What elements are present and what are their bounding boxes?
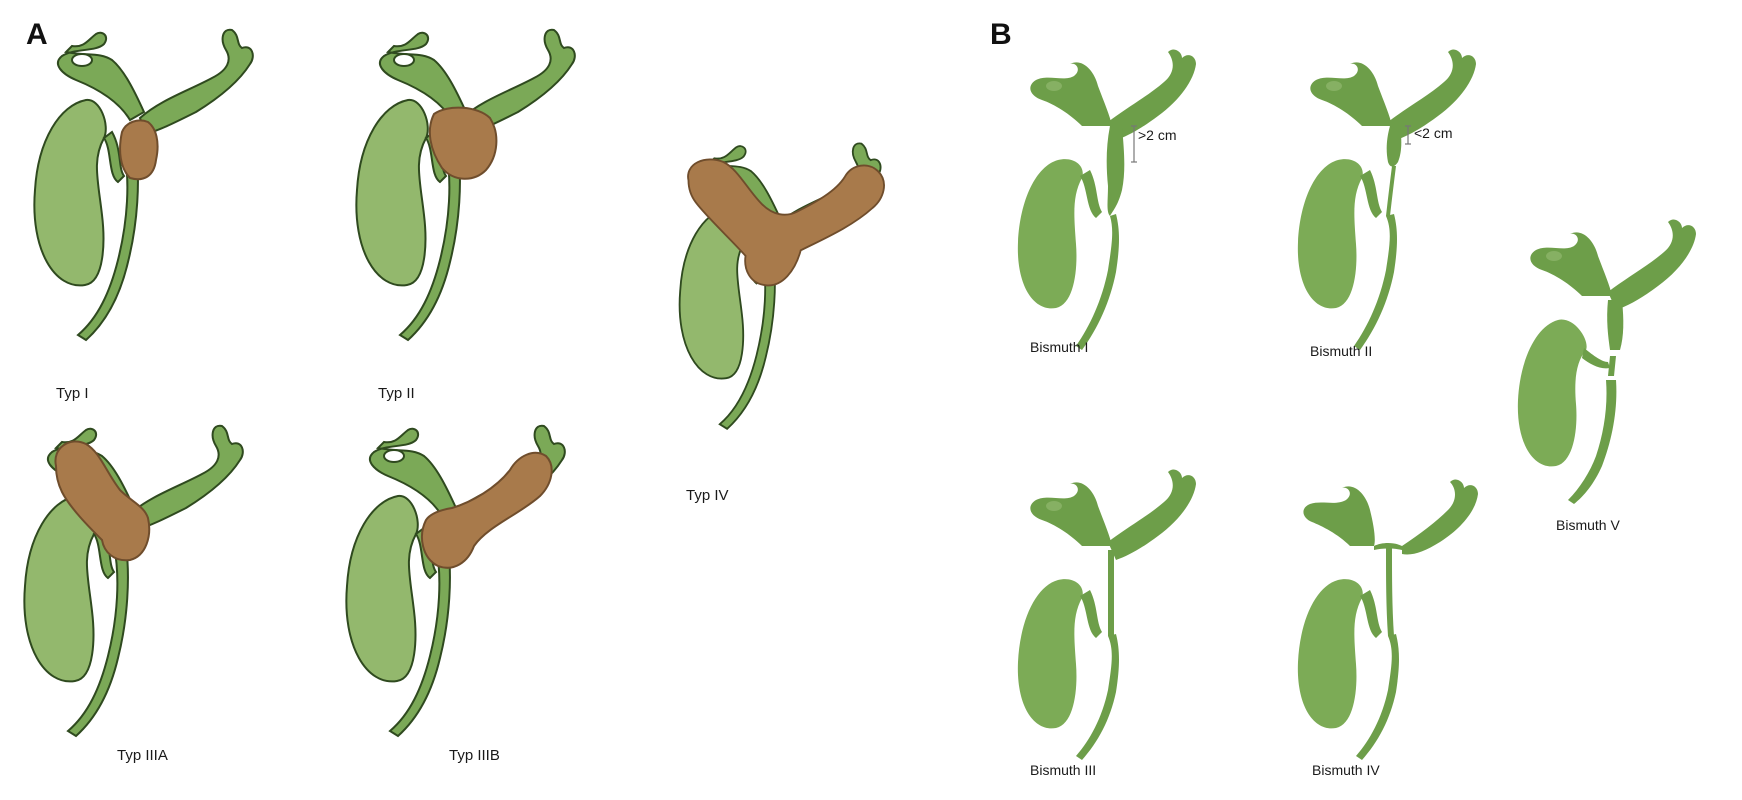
label-typ-iiib: Typ IIIB: [449, 747, 500, 764]
label-typ-iiia: Typ IIIA: [117, 747, 168, 764]
measure-lt-2cm: <2 cm: [1414, 125, 1453, 141]
diagram-typ-ii: [355, 28, 576, 342]
diagram-bismuth-iv: [1297, 479, 1478, 760]
panel-b-letter: B: [990, 18, 1012, 51]
diagram-typ-iv: [678, 142, 885, 430]
tumor-typ-iiia: [54, 440, 151, 562]
tumor-typ-iiib: [421, 451, 553, 569]
label-typ-i: Typ I: [56, 385, 89, 402]
label-bismuth-i: Bismuth I: [1030, 339, 1088, 355]
tumor-typ-iv: [687, 158, 885, 287]
diagram-typ-iiib: [345, 424, 566, 737]
diagram-typ-iiia: [23, 424, 244, 737]
diagram-bismuth-ii: [1297, 49, 1476, 350]
diagram-typ-i: [33, 28, 254, 342]
diagram-bismuth-v: [1517, 219, 1696, 504]
tumor-typ-ii: [428, 106, 498, 180]
label-bismuth-ii: Bismuth II: [1310, 343, 1372, 359]
label-typ-ii: Typ II: [378, 385, 415, 402]
label-bismuth-iii: Bismuth III: [1030, 762, 1096, 778]
diagram-bismuth-iii: [1017, 469, 1196, 760]
diagram-bismuth-i: [1017, 49, 1196, 350]
panel-a-letter: A: [26, 18, 48, 51]
label-typ-iv: Typ IV: [686, 487, 729, 504]
tumor-typ-i: [119, 119, 159, 181]
label-bismuth-iv: Bismuth IV: [1312, 762, 1380, 778]
label-bismuth-v: Bismuth V: [1556, 517, 1620, 533]
measure-gt-2cm: >2 cm: [1138, 127, 1177, 143]
